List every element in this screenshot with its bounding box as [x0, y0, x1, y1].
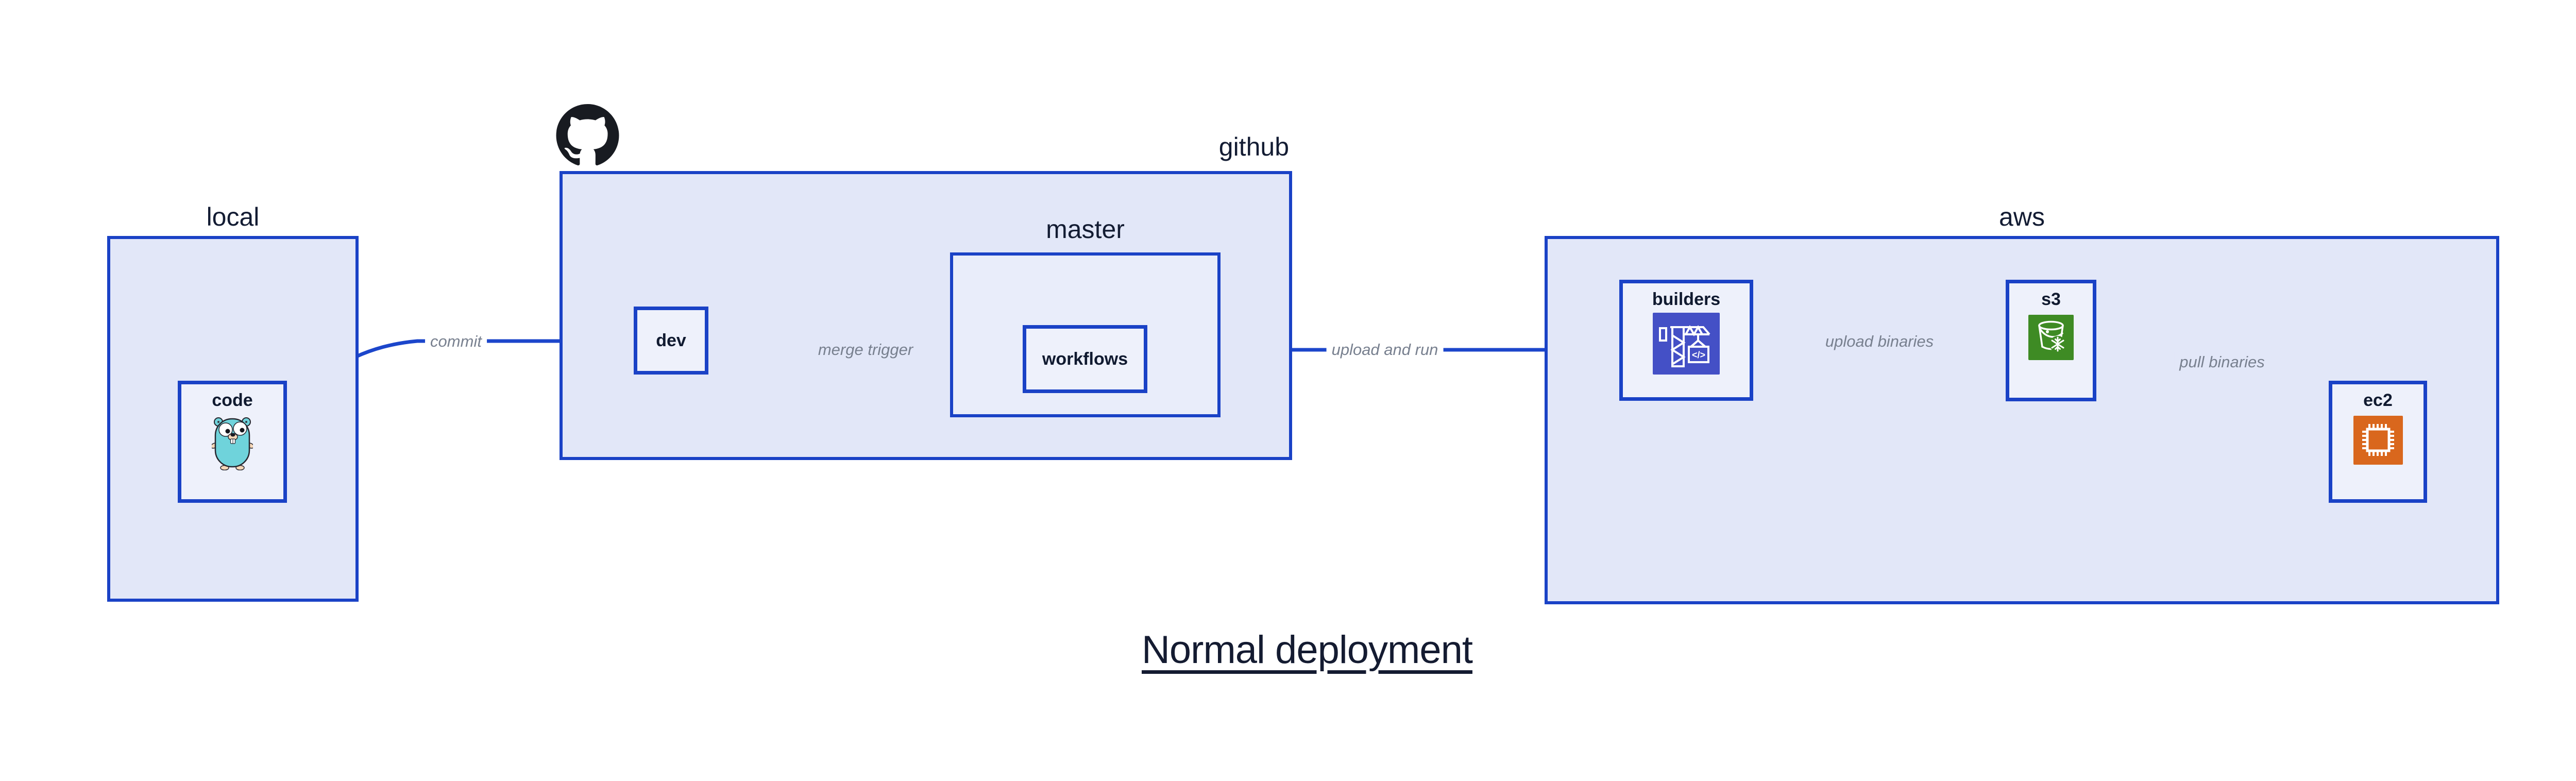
codebuild-crane-icon: </>: [1653, 313, 1720, 375]
node-label-code: code: [212, 390, 253, 410]
node-dev: dev: [634, 307, 708, 375]
edge-label-merge-trigger: merge trigger: [812, 339, 919, 360]
group-label-master: master: [1046, 215, 1125, 244]
codebuild-icon-code-glyph: </>: [1692, 350, 1705, 360]
node-label-builders: builders: [1652, 290, 1721, 309]
edge-label-upload-binaries: upload binaries: [1820, 331, 1939, 352]
ec2-chip-icon: [2353, 416, 2403, 465]
node-label-ec2: ec2: [2363, 390, 2393, 410]
node-label-s3: s3: [2041, 290, 2061, 309]
node-label-workflows: workflows: [1042, 349, 1128, 369]
node-s3: s3: [2006, 280, 2096, 401]
s3-glacier-bucket-icon: [2028, 315, 2074, 360]
group-label-github: github: [1218, 132, 1289, 161]
edge-label-upload-and-run: upload and run: [1326, 339, 1444, 360]
node-label-dev: dev: [656, 330, 686, 350]
github-octocat-icon: [556, 104, 619, 165]
go-gopher-icon: [212, 417, 253, 470]
node-builders: builders </>: [1619, 280, 1753, 401]
edge-label-commit: commit: [425, 331, 487, 352]
node-ec2: ec2: [2329, 381, 2427, 503]
diagram-title: Normal deployment: [1142, 628, 1473, 672]
node-workflows: workflows: [1023, 325, 1147, 393]
group-label-aws: aws: [1999, 202, 2045, 231]
group-label-local: local: [206, 202, 260, 231]
node-code: code: [178, 381, 287, 503]
edge-label-pull-binaries: pull binaries: [2174, 352, 2270, 372]
